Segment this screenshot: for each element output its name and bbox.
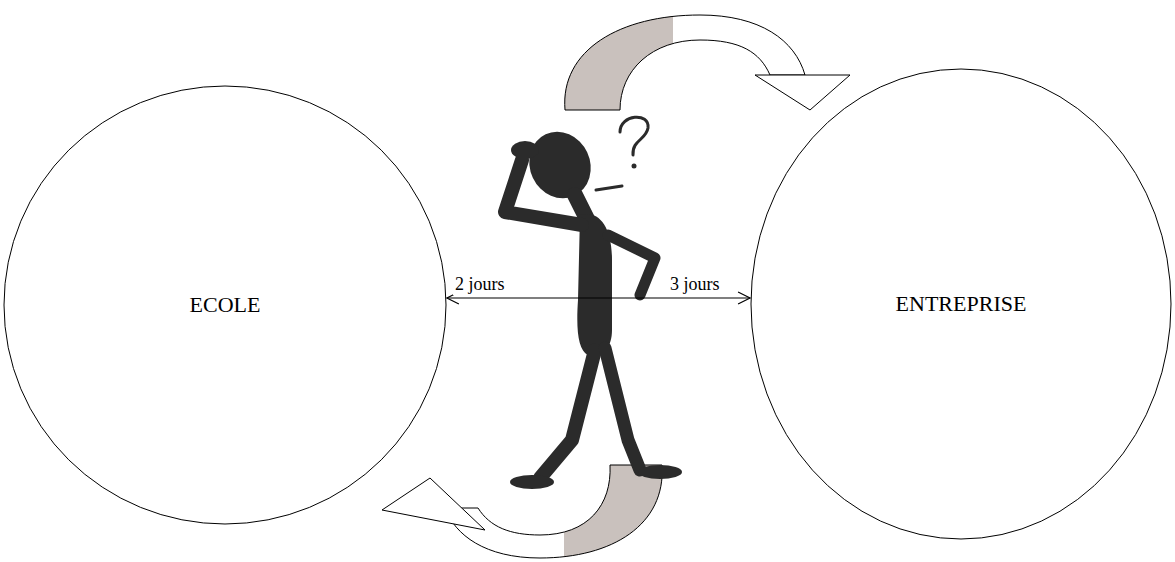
duration-label: 2 jours [453, 275, 507, 295]
node-label: ECOLE [186, 288, 265, 322]
duration-label: 3 jours [668, 275, 722, 295]
circle-node: ENTREPRISE [750, 68, 1172, 540]
thinking-figure [505, 117, 682, 489]
curved-arrow-top [565, 15, 850, 110]
circle-node: ECOLE [3, 85, 447, 525]
node-label: ENTREPRISE [892, 287, 1031, 321]
curved-arrow-bottom [382, 465, 662, 558]
